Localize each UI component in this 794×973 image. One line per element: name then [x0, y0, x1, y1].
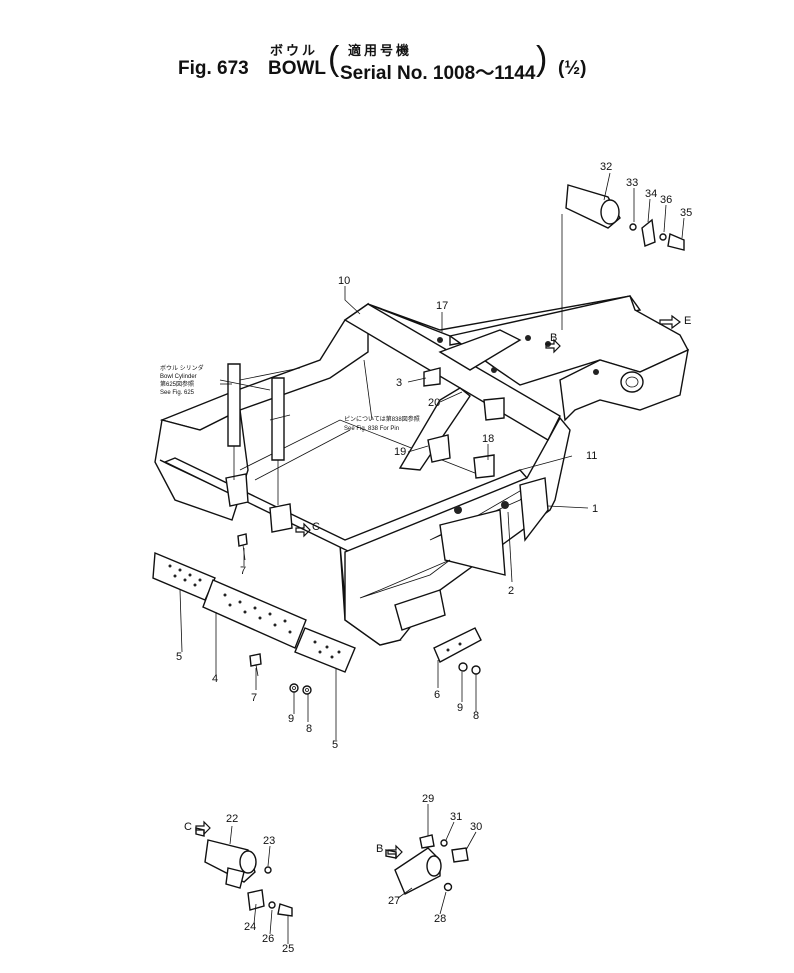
sheet-label: (½) — [558, 58, 587, 79]
callout-27: 27 — [388, 895, 400, 907]
cylinder-note-en: Bowl Cylinder — [160, 374, 197, 380]
callout-34: 34 — [645, 188, 657, 200]
callout-3: 3 — [396, 377, 402, 389]
callout-9b: 9 — [457, 702, 463, 714]
callout-35: 35 — [680, 207, 692, 219]
title-block: ボウル ( 適用号機 Fig. 673 BOWL Serial No. 1008… — [178, 40, 618, 88]
callout-4: 4 — [212, 673, 218, 685]
callout-32: 32 — [600, 161, 612, 173]
callout-26: 26 — [262, 933, 274, 945]
hardware — [237, 533, 482, 695]
callout-1: 1 — [592, 503, 598, 515]
fig-label: Fig. 673 — [178, 58, 249, 79]
callout-5a: 5 — [176, 651, 182, 663]
callout-7a: 7 — [240, 565, 246, 577]
callout-31: 31 — [450, 811, 462, 823]
arrow-c2-label: C — [184, 821, 192, 833]
pin-assembly-27 — [385, 834, 469, 895]
title-jp: ボウル — [270, 43, 319, 58]
pin-note-jp: ピンについては第838図参照 — [344, 415, 420, 423]
callout-8a: 8 — [306, 723, 312, 735]
callout-9a: 9 — [288, 713, 294, 725]
callout-8b: 8 — [473, 710, 479, 722]
arrow-b-label: B — [550, 332, 557, 344]
callout-20: 20 — [428, 397, 440, 409]
part-name: BOWL — [268, 58, 327, 79]
leader-lines — [179, 172, 685, 944]
pin-assembly-32 — [565, 184, 685, 251]
pin-note-en: See Fig. 838 For Pin — [344, 426, 399, 432]
callout-19: 19 — [394, 446, 406, 458]
bracket-right: ) — [536, 40, 548, 78]
callout-30: 30 — [470, 821, 482, 833]
callout-29: 29 — [422, 793, 434, 805]
bracket-left: ( — [328, 40, 340, 78]
cylinder-ref-en: See Fig. 625 — [160, 390, 195, 396]
serial-jp: 適用号機 — [348, 43, 413, 58]
arrow-c-label: C — [312, 521, 320, 533]
arrow-e-label: E — [684, 315, 691, 327]
direction-arrows: E C B C B — [184, 314, 691, 860]
cylinder-note: ボウル シリンダ Bowl Cylinder 第625図参照 See Fig. … — [160, 364, 204, 396]
cylinder-note-jp: ボウル シリンダ — [160, 364, 204, 372]
bowl-body — [154, 214, 689, 646]
callout-36: 36 — [660, 194, 672, 206]
callout-24: 24 — [244, 921, 256, 933]
callout-2: 2 — [508, 585, 514, 597]
cylinder-ref-jp: 第625図参照 — [160, 380, 194, 388]
callout-17: 17 — [436, 300, 448, 312]
callout-25: 25 — [282, 943, 294, 955]
callout-23: 23 — [263, 835, 275, 847]
pin-assembly-22 — [195, 827, 293, 917]
callout-28: 28 — [434, 913, 446, 925]
callout-11: 11 — [586, 450, 597, 462]
pin-note: ピンについては第838図参照 See Fig. 838 For Pin — [344, 415, 420, 432]
callout-10: 10 — [338, 275, 350, 287]
callout-6: 6 — [434, 689, 440, 701]
cutting-edges — [152, 551, 356, 673]
callout-numbers: 10 17 3 20 19 18 11 1 2 7 5 4 7 9 8 5 6 … — [176, 161, 692, 955]
callout-7b: 7 — [251, 692, 257, 704]
callout-33: 33 — [626, 177, 638, 189]
callout-18: 18 — [482, 433, 494, 445]
callout-5b: 5 — [332, 739, 338, 751]
arrow-b2-label: B — [376, 843, 383, 855]
callout-22: 22 — [226, 813, 238, 825]
serial-label: Serial No. 1008～1144 — [340, 63, 536, 84]
